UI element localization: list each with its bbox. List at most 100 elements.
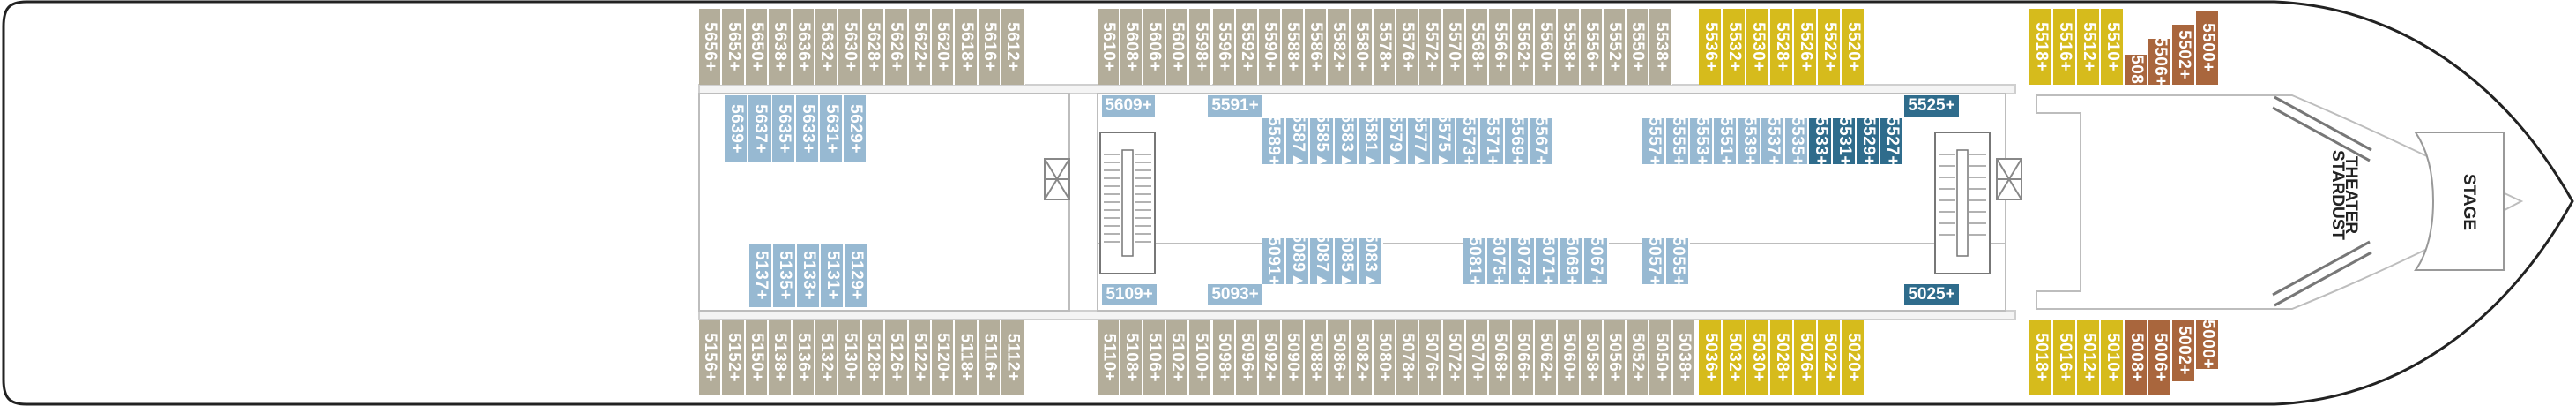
cabin-5500[interactable]: 5500+	[2196, 11, 2220, 85]
cabin-5576[interactable]: 5576+	[1396, 9, 1420, 85]
cabin-5582[interactable]: 5582+	[1328, 9, 1351, 85]
cabin-5579[interactable]: 5579▲	[1383, 113, 1408, 169]
cabin-5630[interactable]: 5630+	[838, 9, 862, 85]
cabin-5580[interactable]: 5580+	[1351, 9, 1374, 85]
cabin-5057[interactable]: 5057+	[1642, 237, 1666, 286]
cabin-5569[interactable]: 5569+	[1505, 117, 1530, 166]
cabin-5020[interactable]: 5020+	[1842, 320, 1865, 395]
cabin-5608[interactable]: 5608+	[1120, 9, 1144, 85]
cabin-5016[interactable]: 5016+	[2053, 320, 2077, 395]
cabin-5537[interactable]: 5537+	[1761, 117, 1785, 166]
cabin-5568[interactable]: 5568+	[1465, 9, 1489, 85]
cabin-5000[interactable]: 5000+	[2196, 320, 2220, 369]
cabin-5120[interactable]: 5120+	[932, 320, 956, 395]
cabin-5529[interactable]: 5529+	[1857, 117, 1880, 166]
cabin-5589[interactable]: 5589+	[1262, 117, 1286, 166]
cabin-5571[interactable]: 5571+	[1480, 117, 1505, 166]
cabin-5573[interactable]: 5573+	[1456, 117, 1481, 166]
cabin-5060[interactable]: 5060+	[1558, 320, 1582, 395]
cabin-5528[interactable]: 5528+	[1770, 9, 1794, 85]
cabin-5026[interactable]: 5026+	[1794, 320, 1818, 395]
cabin-5150[interactable]: 5150+	[745, 320, 770, 395]
cabin-5109[interactable]: 5109+	[1102, 284, 1157, 305]
cabin-5036[interactable]: 5036+	[1699, 320, 1723, 395]
cabin-5062[interactable]: 5062+	[1534, 320, 1558, 395]
cabin-5087[interactable]: 5087▲	[1310, 233, 1335, 289]
cabin-5637[interactable]: 5637+	[748, 95, 772, 162]
cabin-5088[interactable]: 5088+	[1304, 320, 1328, 395]
cabin-5082[interactable]: 5082+	[1351, 320, 1374, 395]
cabin-5610[interactable]: 5610+	[1098, 9, 1121, 85]
cabin-5629[interactable]: 5629+	[844, 95, 867, 162]
cabin-5636[interactable]: 5636+	[792, 9, 815, 85]
cabin-5618[interactable]: 5618+	[955, 9, 979, 85]
cabin-5609[interactable]: 5609+	[1102, 95, 1155, 117]
cabin-5052[interactable]: 5052+	[1627, 320, 1650, 395]
cabin-5133[interactable]: 5133+	[797, 244, 821, 307]
cabin-5556[interactable]: 5556+	[1581, 9, 1604, 85]
cabin-5535[interactable]: 5535+	[1785, 117, 1809, 166]
cabin-5562[interactable]: 5562+	[1511, 9, 1535, 85]
cabin-5551[interactable]: 5551+	[1714, 117, 1738, 166]
cabin-5638[interactable]: 5638+	[769, 9, 793, 85]
cabin-5092[interactable]: 5092+	[1258, 320, 1282, 395]
cabin-5635[interactable]: 5635+	[772, 95, 796, 162]
cabin-5591[interactable]: 5591+	[1208, 95, 1262, 117]
cabin-5135[interactable]: 5135+	[773, 244, 797, 307]
cabin-5652[interactable]: 5652+	[722, 9, 746, 85]
cabin-5510[interactable]: 5510+	[2101, 9, 2125, 85]
cabin-5628[interactable]: 5628+	[861, 9, 886, 85]
cabin-5527[interactable]: 5527+	[1880, 117, 1904, 166]
cabin-5566[interactable]: 5566+	[1488, 9, 1512, 85]
cabin-5520[interactable]: 5520+	[1842, 9, 1865, 85]
cabin-5085[interactable]: 5085▲	[1334, 233, 1359, 289]
cabin-5106[interactable]: 5106+	[1143, 320, 1167, 395]
cabin-5560[interactable]: 5560+	[1534, 9, 1558, 85]
cabin-5086[interactable]: 5086+	[1328, 320, 1351, 395]
cabin-5132[interactable]: 5132+	[815, 320, 839, 395]
cabin-5530[interactable]: 5530+	[1746, 9, 1770, 85]
cabin-5068[interactable]: 5068+	[1488, 320, 1512, 395]
cabin-5022[interactable]: 5022+	[1818, 320, 1842, 395]
cabin-5096[interactable]: 5096+	[1235, 320, 1259, 395]
cabin-5128[interactable]: 5128+	[861, 320, 886, 395]
cabin-5558[interactable]: 5558+	[1558, 9, 1582, 85]
cabin-5639[interactable]: 5639+	[725, 95, 748, 162]
cabin-5536[interactable]: 5536+	[1699, 9, 1723, 85]
cabin-5072[interactable]: 5072+	[1442, 320, 1466, 395]
cabin-5055[interactable]: 5055+	[1666, 237, 1690, 286]
cabin-5002[interactable]: 5002+	[2172, 320, 2196, 381]
cabin-5539[interactable]: 5539+	[1738, 117, 1761, 166]
cabin-5012[interactable]: 5012+	[2077, 320, 2101, 395]
cabin-5076[interactable]: 5076+	[1419, 320, 1443, 395]
cabin-5116[interactable]: 5116+	[978, 320, 1002, 395]
cabin-5538[interactable]: 5538+	[1649, 9, 1673, 85]
cabin-5028[interactable]: 5028+	[1770, 320, 1794, 395]
cabin-5616[interactable]: 5616+	[978, 9, 1002, 85]
cabin-5552[interactable]: 5552+	[1604, 9, 1627, 85]
cabin-5152[interactable]: 5152+	[722, 320, 746, 395]
cabin-5550[interactable]: 5550+	[1627, 9, 1650, 85]
cabin-5508[interactable]: 5508+	[2125, 45, 2148, 94]
cabin-5581[interactable]: 5581▲	[1359, 113, 1383, 169]
cabin-5525[interactable]: 5525+	[1904, 95, 1959, 117]
cabin-5606[interactable]: 5606+	[1143, 9, 1167, 85]
cabin-5502[interactable]: 5502+	[2172, 25, 2196, 85]
cabin-5006[interactable]: 5006+	[2148, 320, 2172, 395]
cabin-5572[interactable]: 5572+	[1419, 9, 1443, 85]
cabin-5592[interactable]: 5592+	[1235, 9, 1259, 85]
cabin-5506[interactable]: 5506+	[2148, 37, 2172, 86]
cabin-5631[interactable]: 5631+	[820, 95, 844, 162]
cabin-5533[interactable]: 5533+	[1809, 117, 1833, 166]
cabin-5126[interactable]: 5126+	[885, 320, 909, 395]
cabin-5122[interactable]: 5122+	[908, 320, 932, 395]
cabin-5622[interactable]: 5622+	[908, 9, 932, 85]
cabin-5586[interactable]: 5586+	[1304, 9, 1328, 85]
cabin-5091[interactable]: 5091+	[1262, 237, 1286, 286]
cabin-5587[interactable]: 5587▲	[1285, 113, 1311, 169]
cabin-5018[interactable]: 5018+	[2029, 320, 2053, 395]
cabin-5025[interactable]: 5025+	[1904, 284, 1959, 305]
cabin-5522[interactable]: 5522+	[1818, 9, 1842, 85]
cabin-5656[interactable]: 5656+	[699, 9, 723, 85]
cabin-5626[interactable]: 5626+	[885, 9, 909, 85]
